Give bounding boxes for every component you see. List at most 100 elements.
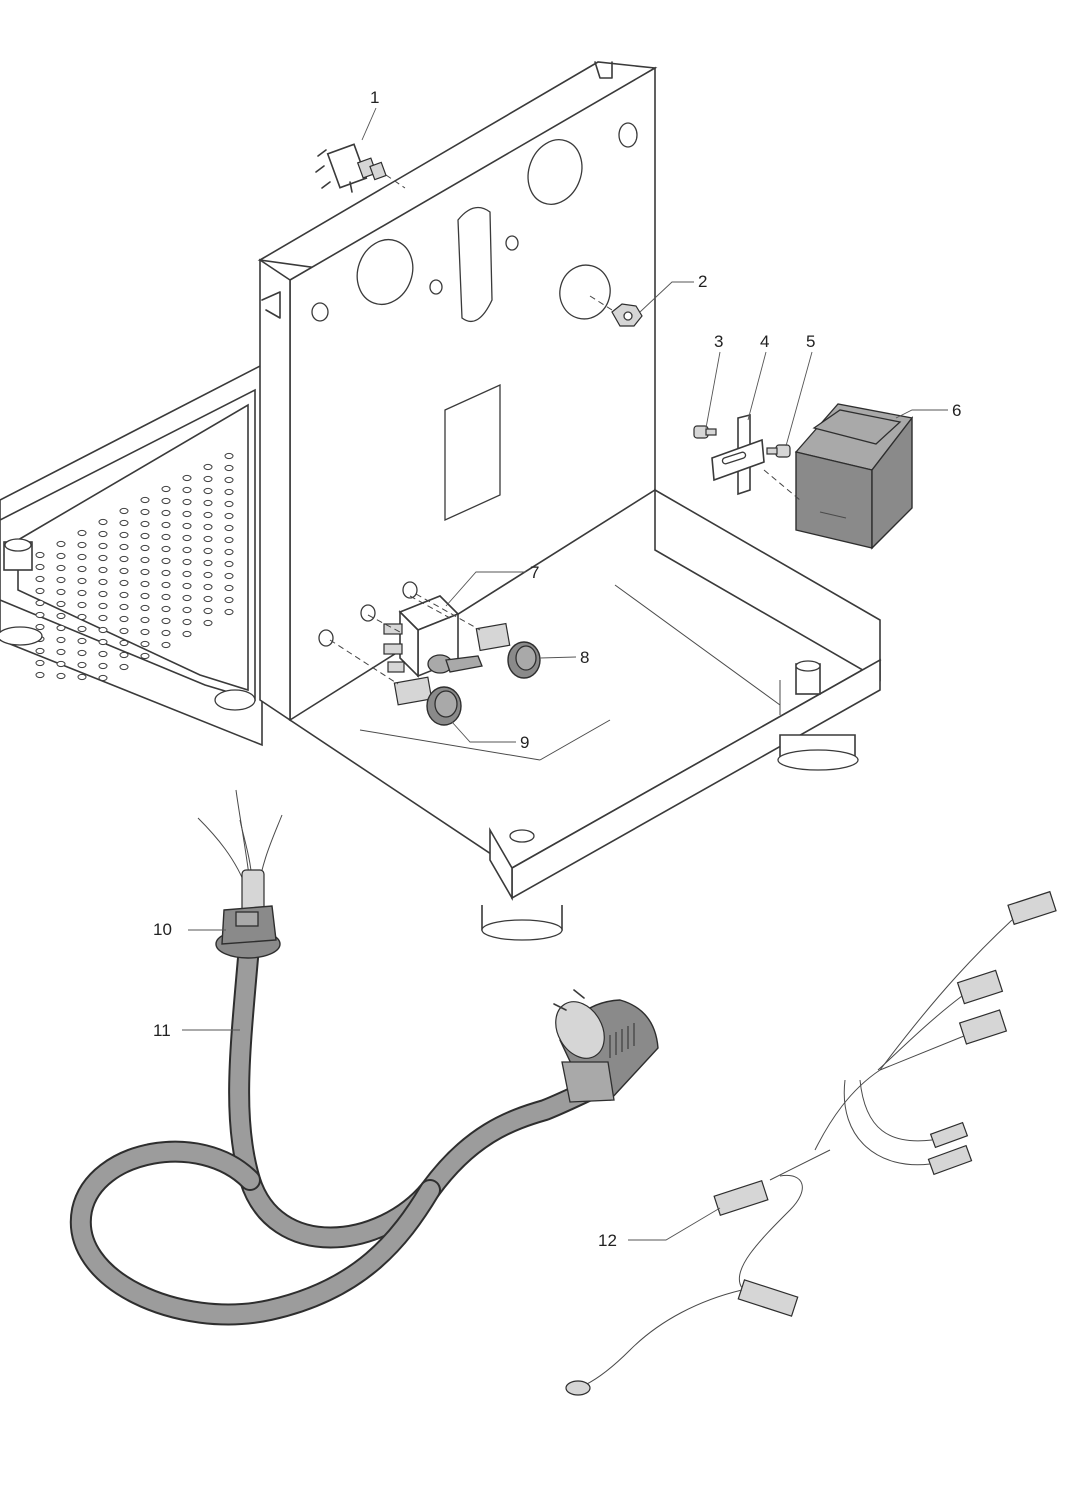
drip-perforation xyxy=(56,648,66,656)
drip-perforation xyxy=(182,510,192,518)
part-1-rotary-switch xyxy=(315,143,406,193)
base-floor xyxy=(288,488,882,941)
drip-perforation xyxy=(119,615,129,623)
drip-perforation xyxy=(203,607,213,615)
drip-perforation xyxy=(98,638,108,646)
drip-perforation xyxy=(140,628,150,636)
drip-perforation xyxy=(161,521,171,529)
drip-perforation xyxy=(182,534,192,542)
drip-perforation xyxy=(140,520,150,528)
drip-perforation xyxy=(140,616,150,624)
drip-perforation xyxy=(56,588,66,596)
drip-perforation xyxy=(35,659,45,667)
drip-perforation xyxy=(161,581,171,589)
drip-perforation xyxy=(224,548,234,556)
drip-perforation xyxy=(182,522,192,530)
drip-perforation xyxy=(140,544,150,552)
drip-perforation xyxy=(203,475,213,483)
drip-perforation xyxy=(203,487,213,495)
drip-perforation xyxy=(56,564,66,572)
drip-perforation xyxy=(203,595,213,603)
part-5-screw xyxy=(766,444,791,458)
drip-perforation xyxy=(77,577,87,585)
drip-perforation xyxy=(98,674,108,682)
drip-perforation xyxy=(161,533,171,541)
drip-perforation xyxy=(140,640,150,648)
drip-perforation xyxy=(35,551,45,559)
drip-perforation xyxy=(98,650,108,658)
part-2-nut xyxy=(589,295,643,327)
drip-perforation xyxy=(161,485,171,493)
drip-perforation xyxy=(35,575,45,583)
drip-perforation xyxy=(35,599,45,607)
drip-perforation xyxy=(35,611,45,619)
drip-perforation xyxy=(98,542,108,550)
part-3-screw xyxy=(693,425,717,439)
drip-perforation xyxy=(161,629,171,637)
drip-perforation xyxy=(224,524,234,532)
drip-perforation xyxy=(98,566,108,574)
drip-perforation xyxy=(35,671,45,679)
drip-grid xyxy=(35,452,234,682)
drip-perforation xyxy=(119,627,129,635)
drip-perforation xyxy=(203,559,213,567)
drip-perforation xyxy=(182,630,192,638)
drip-perforation xyxy=(77,589,87,597)
drip-perforation xyxy=(224,584,234,592)
part-9-indicator-light xyxy=(329,639,462,726)
drip-perforation xyxy=(56,540,66,548)
drip-perforation xyxy=(56,672,66,680)
drip-perforation xyxy=(161,593,171,601)
drip-perforation xyxy=(119,651,129,659)
drip-perforation xyxy=(98,662,108,670)
drip-perforation xyxy=(140,652,150,660)
part-4-bracket xyxy=(711,413,765,496)
callout-3: 3 xyxy=(714,332,723,351)
drip-perforation xyxy=(140,592,150,600)
drip-perforation xyxy=(77,541,87,549)
drip-perforation xyxy=(224,560,234,568)
drip-perforation xyxy=(203,535,213,543)
drip-perforation xyxy=(98,530,108,538)
callout-6: 6 xyxy=(952,401,961,420)
drip-perforation xyxy=(56,636,66,644)
drip-perforation xyxy=(224,536,234,544)
drip-perforation xyxy=(140,508,150,516)
drip-perforation xyxy=(224,452,234,460)
drip-perforation xyxy=(203,583,213,591)
callout-7: 7 xyxy=(530,563,539,582)
drip-perforation xyxy=(98,602,108,610)
drip-perforation xyxy=(203,511,213,519)
drip-perforation xyxy=(224,500,234,508)
drip-perforation xyxy=(182,618,192,626)
drip-perforation xyxy=(98,554,108,562)
drip-perforation xyxy=(56,612,66,620)
drip-perforation xyxy=(119,519,129,527)
drip-perforation xyxy=(35,647,45,655)
drip-perforation xyxy=(119,507,129,515)
part-10-cable-grommet xyxy=(197,789,283,959)
callout-leaders xyxy=(182,107,948,1241)
drip-perforation xyxy=(77,613,87,621)
drip-perforation xyxy=(182,606,192,614)
drip-perforation xyxy=(224,512,234,520)
callout-8: 8 xyxy=(580,648,589,667)
drip-perforation xyxy=(119,579,129,587)
drip-perforation xyxy=(203,463,213,471)
drip-perforation xyxy=(224,488,234,496)
drip-perforation xyxy=(203,547,213,555)
drip-perforation xyxy=(56,660,66,668)
drip-perforation xyxy=(35,623,45,631)
drip-perforation xyxy=(161,557,171,565)
drip-perforation xyxy=(119,591,129,599)
schuko-plug xyxy=(553,989,659,1103)
drip-perforation xyxy=(98,518,108,526)
drip-perforation xyxy=(119,543,129,551)
drip-perforation xyxy=(119,639,129,647)
drip-perforation xyxy=(77,553,87,561)
drip-perforation xyxy=(35,587,45,595)
drip-perforation xyxy=(182,582,192,590)
drip-perforation xyxy=(161,641,171,649)
drip-perforation xyxy=(77,601,87,609)
drip-perforation xyxy=(77,673,87,681)
